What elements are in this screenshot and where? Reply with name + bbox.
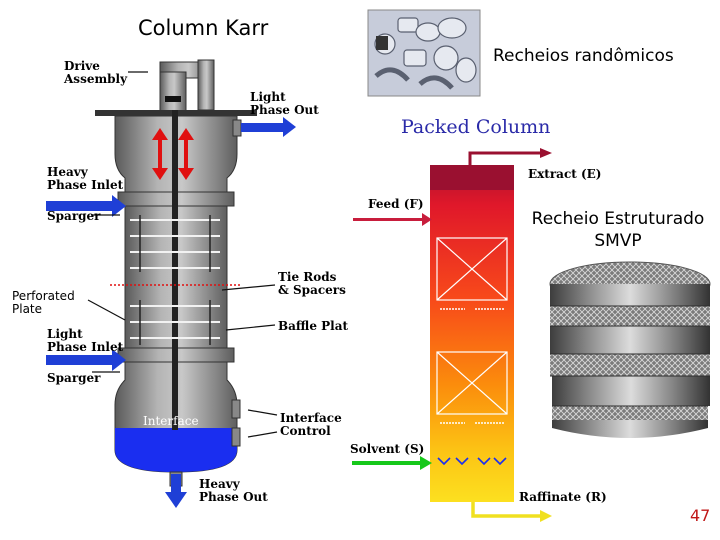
label-perforated-plate: Perforated Plate <box>12 289 75 316</box>
structured-packing-title: Recheio Estruturado SMVP <box>516 208 720 252</box>
label-interface: Interface <box>143 414 199 428</box>
karr-title: Column Karr <box>138 16 269 40</box>
label-tie-rods: Tie Rods & Spacers <box>278 270 346 297</box>
label-baffle-plate: Baffle Plat <box>278 319 349 333</box>
label-drive-assembly: Drive Assembly <box>64 59 128 86</box>
random-packing-photo <box>367 9 481 97</box>
label-feed: Feed (F) <box>368 197 424 211</box>
structured-packing-photo <box>547 258 712 444</box>
structured-packing-line1: Recheio Estruturado <box>531 209 705 229</box>
packed-column <box>352 148 552 522</box>
label-light-phase-out: Light Phase Out <box>250 90 319 117</box>
label-solvent: Solvent (S) <box>350 442 425 456</box>
random-packing-title: Recheios randômicos <box>493 46 674 66</box>
label-light-phase-inlet: Light Phase Inlet <box>47 327 124 354</box>
label-extract: Extract (E) <box>528 167 602 181</box>
karr-arrows <box>46 71 296 508</box>
label-sparger-top: Sparger <box>47 209 101 223</box>
label-heavy-phase-out: Heavy Phase Out <box>199 477 268 504</box>
page-number: 47 <box>690 506 711 525</box>
packed-column-title: Packed Column <box>401 116 551 138</box>
label-sparger-bottom: Sparger <box>47 371 101 385</box>
structured-packing-line2: SMVP <box>594 231 642 251</box>
label-interface-control: Interface Control <box>280 411 342 438</box>
label-heavy-phase-inlet: Heavy Phase Inlet <box>47 165 124 192</box>
label-raffinate: Raffinate (R) <box>519 490 607 504</box>
